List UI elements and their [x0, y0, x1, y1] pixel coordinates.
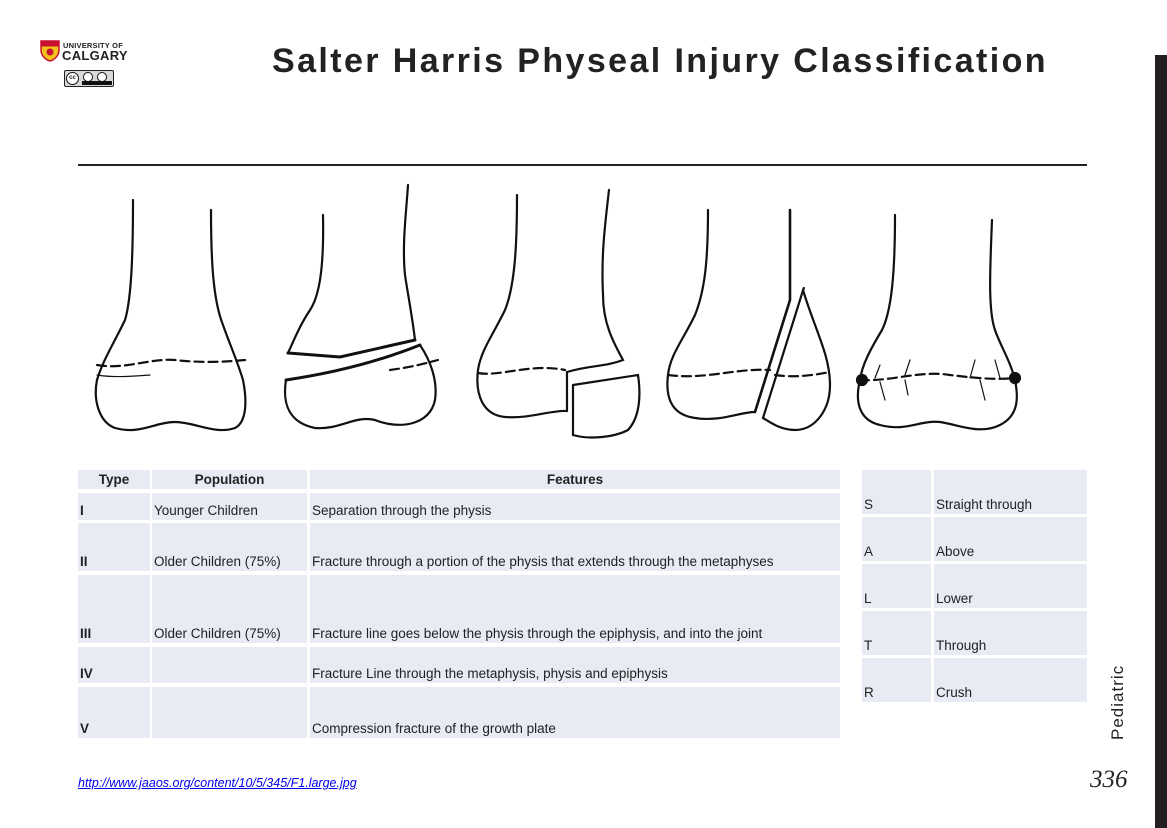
mnemonic-meaning: Through: [934, 611, 1087, 655]
mnemonic-letter: A: [862, 517, 931, 561]
table-cell-population: Younger Children: [152, 493, 307, 520]
page-title: Salter Harris Physeal Injury Classificat…: [272, 42, 1048, 80]
source-link[interactable]: http://www.jaaos.org/content/10/5/345/F1…: [78, 776, 357, 790]
mnemonic-meaning: Above: [934, 517, 1087, 561]
page-edge-bar: [1155, 55, 1167, 828]
table-cell-features: Fracture line goes below the physis thro…: [310, 575, 840, 643]
license-bar: [82, 81, 112, 85]
table-cell-type: V: [78, 687, 150, 738]
table-cell-features: Compression fracture of the growth plate: [310, 687, 840, 738]
bone-type-v: [855, 213, 1022, 431]
mnemonic-letter: R: [862, 658, 931, 702]
table-cell-features: Separation through the physis: [310, 493, 840, 520]
table-cell-features: Fracture Line through the metaphysis, ph…: [310, 647, 840, 683]
crest-icon: [40, 40, 60, 62]
column-header-population: Population: [152, 470, 307, 489]
mnemonic-letter: T: [862, 611, 931, 655]
table-cell-population: [152, 687, 307, 738]
bone-type-ii: [284, 183, 440, 430]
logo-line-1: UNIVERSITY OF: [63, 41, 123, 50]
bone-type-iii: [476, 188, 641, 439]
table-cell-population: [152, 647, 307, 683]
mnemonic-meaning: Straight through: [934, 470, 1087, 514]
logo-line-2: CALGARY: [62, 48, 128, 63]
title-divider: [78, 164, 1087, 166]
section-label: Pediatric: [1108, 664, 1127, 740]
mnemonic-meaning: Crush: [934, 658, 1087, 702]
cc-icon: cc: [66, 72, 79, 85]
page-number: 336: [1090, 766, 1128, 793]
bone-type-i: [94, 198, 247, 432]
table-cell-type: II: [78, 523, 150, 571]
table-cell-population: Older Children (75%): [152, 523, 307, 571]
column-header-type: Type: [78, 470, 150, 489]
bone-type-iv: [666, 208, 832, 432]
table-cell-features: Fracture through a portion of the physis…: [310, 523, 840, 571]
mnemonic-letter: S: [862, 470, 931, 514]
column-header-features: Features: [310, 470, 840, 489]
mnemonic-meaning: Lower: [934, 564, 1087, 608]
table-cell-type: IV: [78, 647, 150, 683]
mnemonic-letter: L: [862, 564, 931, 608]
university-logo: UNIVERSITY OF CALGARY cc: [40, 40, 130, 90]
salter-harris-illustration: [94, 183, 1022, 439]
table-cell-type: I: [78, 493, 150, 520]
table-cell-population: Older Children (75%): [152, 575, 307, 643]
cc-by-nc-icon: cc: [64, 70, 114, 87]
table-cell-type: III: [78, 575, 150, 643]
